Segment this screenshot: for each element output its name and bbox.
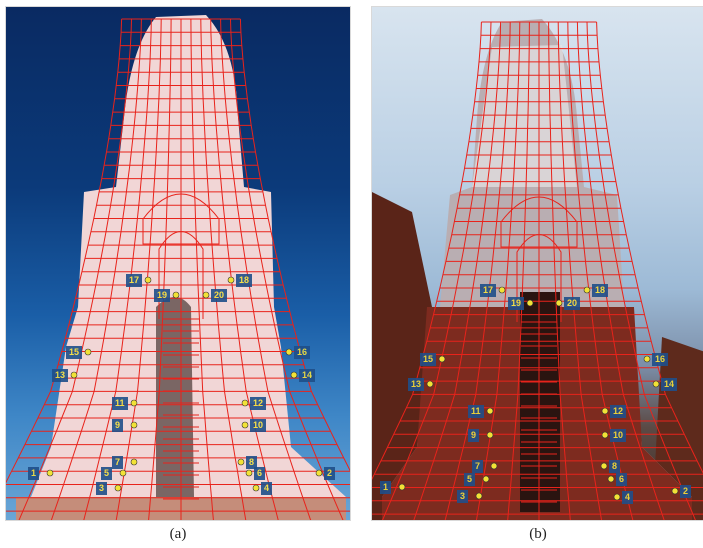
control-point-label: 9 xyxy=(112,419,124,432)
control-point-label: 11 xyxy=(468,405,484,418)
control-point-marker xyxy=(526,299,534,307)
control-point-marker xyxy=(486,431,494,439)
wireframe-b xyxy=(372,21,703,520)
control-point-label: 8 xyxy=(246,456,258,469)
control-point-label: 18 xyxy=(592,284,609,297)
control-point-label: 3 xyxy=(457,490,469,503)
control-point-marker xyxy=(498,286,506,294)
control-point-label: 19 xyxy=(508,297,525,310)
control-point-marker xyxy=(114,484,122,492)
control-point-label: 9 xyxy=(468,429,480,442)
control-point-marker xyxy=(315,469,323,477)
control-point-label: 5 xyxy=(464,473,476,486)
control-point-marker xyxy=(652,380,660,388)
control-point-marker xyxy=(130,421,138,429)
control-point-label: 20 xyxy=(211,289,228,302)
control-point-label: 14 xyxy=(661,378,678,391)
caption-a: (a) xyxy=(169,526,187,542)
control-point-marker xyxy=(475,492,483,500)
control-point-marker xyxy=(252,484,260,492)
ruin-left xyxy=(372,192,432,520)
control-point-label: 1 xyxy=(28,467,40,480)
control-point-label: 17 xyxy=(126,274,143,287)
control-point-marker xyxy=(490,462,498,470)
control-point-label: 5 xyxy=(101,467,113,480)
control-point-marker xyxy=(46,469,54,477)
wireframe-a xyxy=(6,18,350,520)
control-point-marker xyxy=(119,469,127,477)
control-point-label: 7 xyxy=(472,460,484,473)
control-point-marker xyxy=(607,475,615,483)
control-point-label: 6 xyxy=(616,473,628,486)
control-point-marker xyxy=(398,483,406,491)
control-point-label: 18 xyxy=(236,274,253,287)
control-point-marker xyxy=(555,299,563,307)
control-point-label: 13 xyxy=(52,369,69,382)
control-point-marker xyxy=(583,286,591,294)
stupa-niche xyxy=(520,292,560,512)
control-point-label: 15 xyxy=(420,353,437,366)
control-point-marker xyxy=(130,458,138,466)
control-point-marker xyxy=(600,462,608,470)
control-point-label: 12 xyxy=(250,397,267,410)
control-point-marker xyxy=(643,355,651,363)
control-point-label: 4 xyxy=(622,491,634,504)
control-point-label: 20 xyxy=(564,297,581,310)
control-point-label: 10 xyxy=(250,419,267,432)
control-point-marker xyxy=(613,493,621,501)
control-point-label: 1 xyxy=(380,481,392,494)
panel-a-drawing xyxy=(16,15,346,520)
control-point-label: 16 xyxy=(652,353,669,366)
control-point-marker xyxy=(70,371,78,379)
control-point-marker xyxy=(486,407,494,415)
control-point-label: 13 xyxy=(408,378,425,391)
stupa-body xyxy=(31,15,346,520)
control-point-marker xyxy=(438,355,446,363)
control-point-label: 15 xyxy=(66,346,83,359)
control-point-marker xyxy=(671,487,679,495)
control-point-marker xyxy=(245,469,253,477)
control-point-label: 14 xyxy=(299,369,316,382)
control-point-marker xyxy=(482,475,490,483)
control-point-label: 4 xyxy=(261,482,273,495)
control-point-marker xyxy=(241,399,249,407)
control-point-label: 16 xyxy=(294,346,311,359)
stupa-shadow xyxy=(156,297,194,497)
control-point-marker xyxy=(202,291,210,299)
control-point-label: 17 xyxy=(480,284,497,297)
control-point-label: 8 xyxy=(609,460,621,473)
control-point-label: 10 xyxy=(610,429,627,442)
control-point-marker xyxy=(130,399,138,407)
control-point-label: 2 xyxy=(324,467,336,480)
control-point-marker xyxy=(601,431,609,439)
control-point-marker xyxy=(601,407,609,415)
control-point-marker xyxy=(285,348,293,356)
control-point-marker xyxy=(290,371,298,379)
control-point-marker xyxy=(227,276,235,284)
control-point-marker xyxy=(172,291,180,299)
control-point-label: 11 xyxy=(112,397,128,410)
control-point-label: 2 xyxy=(680,485,692,498)
control-point-label: 19 xyxy=(154,289,171,302)
control-point-marker xyxy=(84,348,92,356)
control-point-marker xyxy=(144,276,152,284)
control-point-label: 3 xyxy=(96,482,108,495)
control-point-label: 6 xyxy=(254,467,266,480)
control-point-marker xyxy=(241,421,249,429)
control-point-marker xyxy=(426,380,434,388)
control-point-marker xyxy=(237,458,245,466)
control-point-label: 7 xyxy=(112,456,124,469)
caption-b: (b) xyxy=(529,526,547,542)
control-point-label: 12 xyxy=(610,405,627,418)
